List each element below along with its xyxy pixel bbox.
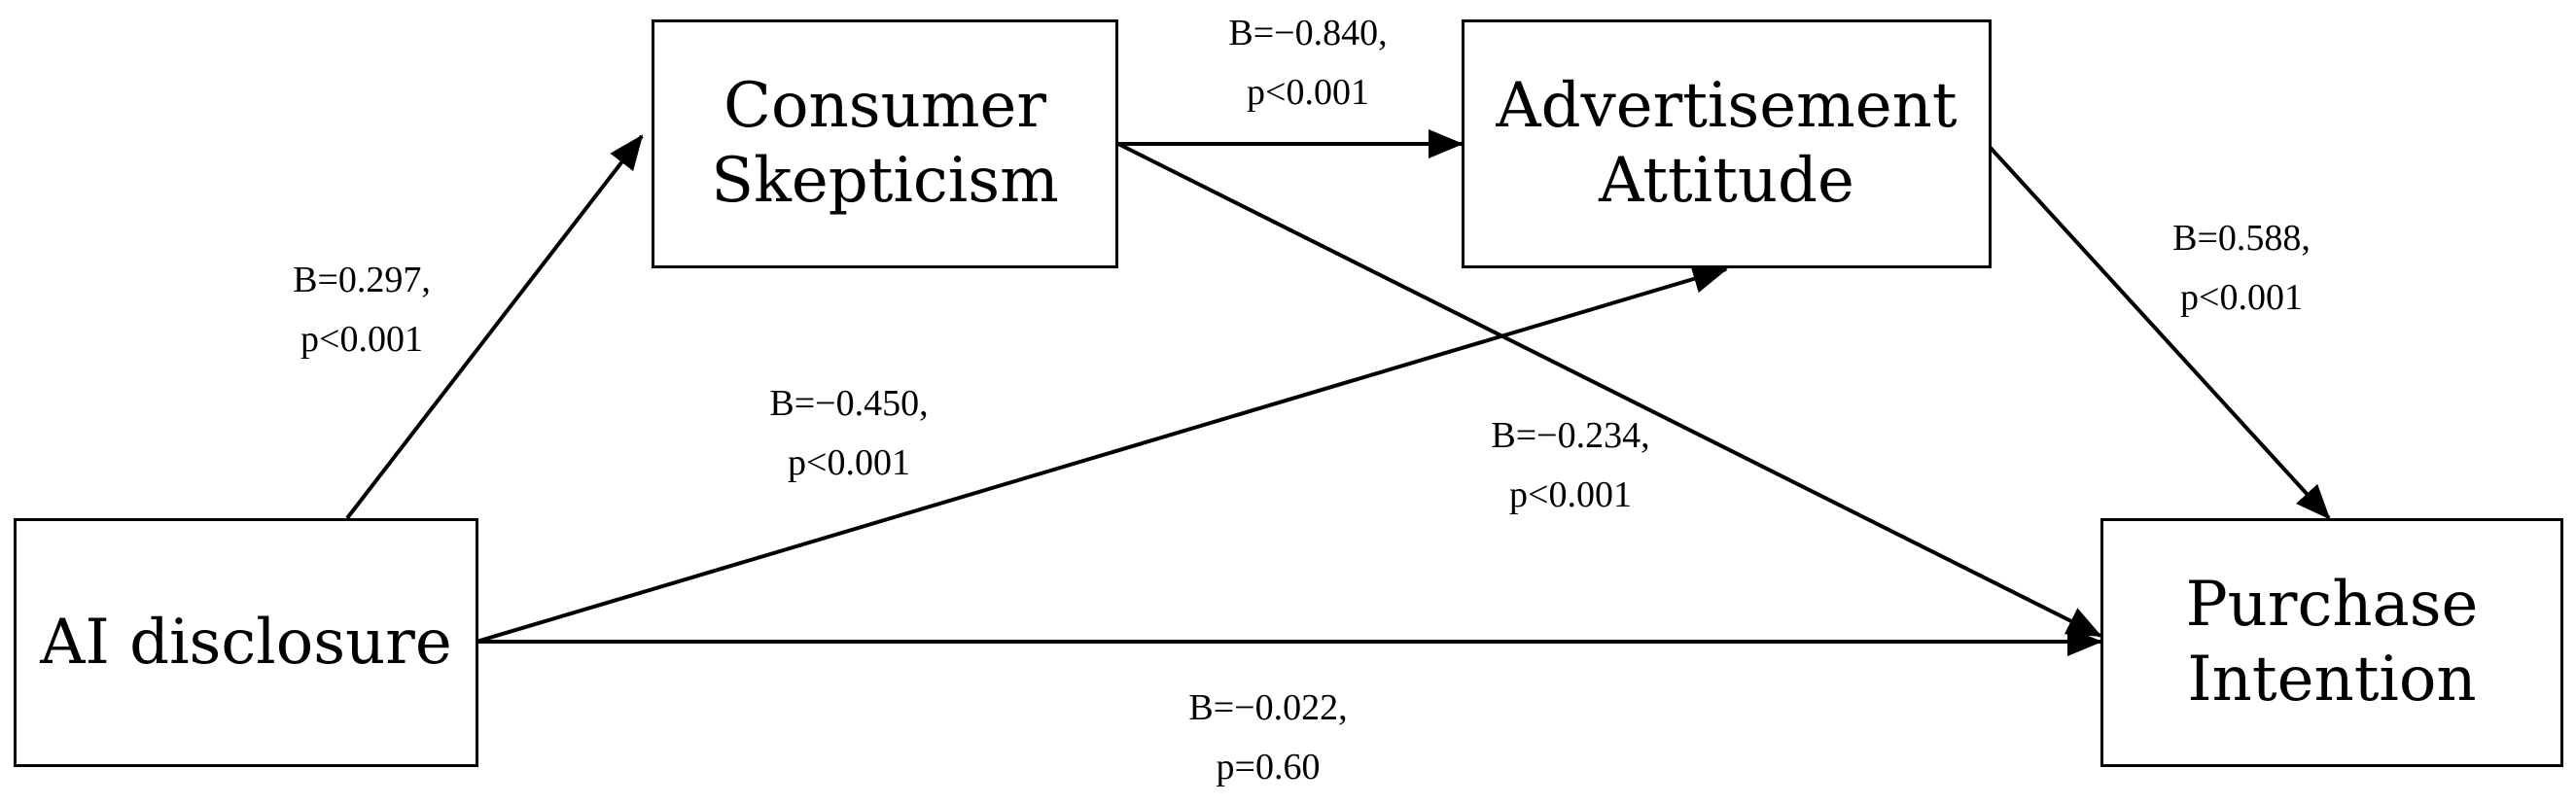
p-value-text: p<0.001 — [788, 441, 910, 483]
coefficient-text: B=−0.022, — [1188, 687, 1348, 728]
label-attitude-to-intention: B=0.588, p<0.001 — [2172, 209, 2311, 328]
node-consumer-skepticism: Consumer Skepticism — [652, 19, 1118, 268]
p-value-text: p<0.001 — [1247, 71, 1369, 113]
label-ai-to-intention: B=−0.022, p=0.60 — [1188, 679, 1347, 797]
p-value-text: p<0.001 — [1509, 473, 1632, 515]
arrow-skepticism-to-intention — [1117, 142, 2102, 638]
node-advertisement-attitude-line-2: Attitude — [1599, 145, 1854, 217]
node-advertisement-attitude: Advertisement Attitude — [1462, 19, 1992, 268]
p-value-text: p<0.001 — [2180, 276, 2303, 318]
node-ai-disclosure-line-1: AI disclosure — [40, 606, 452, 679]
p-value-text: p=0.60 — [1216, 746, 1321, 787]
coefficient-text: B=0.297, — [293, 260, 431, 300]
arrow-ai-to-skepticism — [345, 134, 644, 520]
coefficient-text: B=−0.450, — [769, 383, 929, 424]
coefficient-text: B=−0.234, — [1491, 415, 1650, 456]
label-ai-to-attitude: B=−0.450, p<0.001 — [769, 374, 928, 493]
label-skepticism-to-attitude: B=−0.840, p<0.001 — [1228, 4, 1387, 122]
node-purchase-intention-line-1: Purchase — [2185, 569, 2479, 642]
label-skepticism-to-intention: B=−0.234, p<0.001 — [1491, 406, 1649, 525]
label-ai-to-skepticism: B=0.297, p<0.001 — [293, 251, 431, 369]
node-purchase-intention: Purchase Intention — [2100, 518, 2563, 767]
coefficient-text: B=−0.840, — [1228, 13, 1388, 53]
arrow-attitude-to-intention — [1987, 144, 2331, 520]
p-value-text: p<0.001 — [300, 318, 423, 360]
node-purchase-intention-line-2: Intention — [2187, 644, 2477, 716]
node-ai-disclosure: AI disclosure — [14, 518, 478, 767]
coefficient-text: B=0.588, — [2172, 218, 2311, 259]
node-consumer-skepticism-line-1: Consumer — [723, 70, 1046, 143]
node-consumer-skepticism-line-2: Skepticism — [711, 145, 1059, 217]
node-advertisement-attitude-line-1: Advertisement — [1496, 70, 1958, 143]
arrow-ai-to-attitude — [476, 264, 1728, 644]
